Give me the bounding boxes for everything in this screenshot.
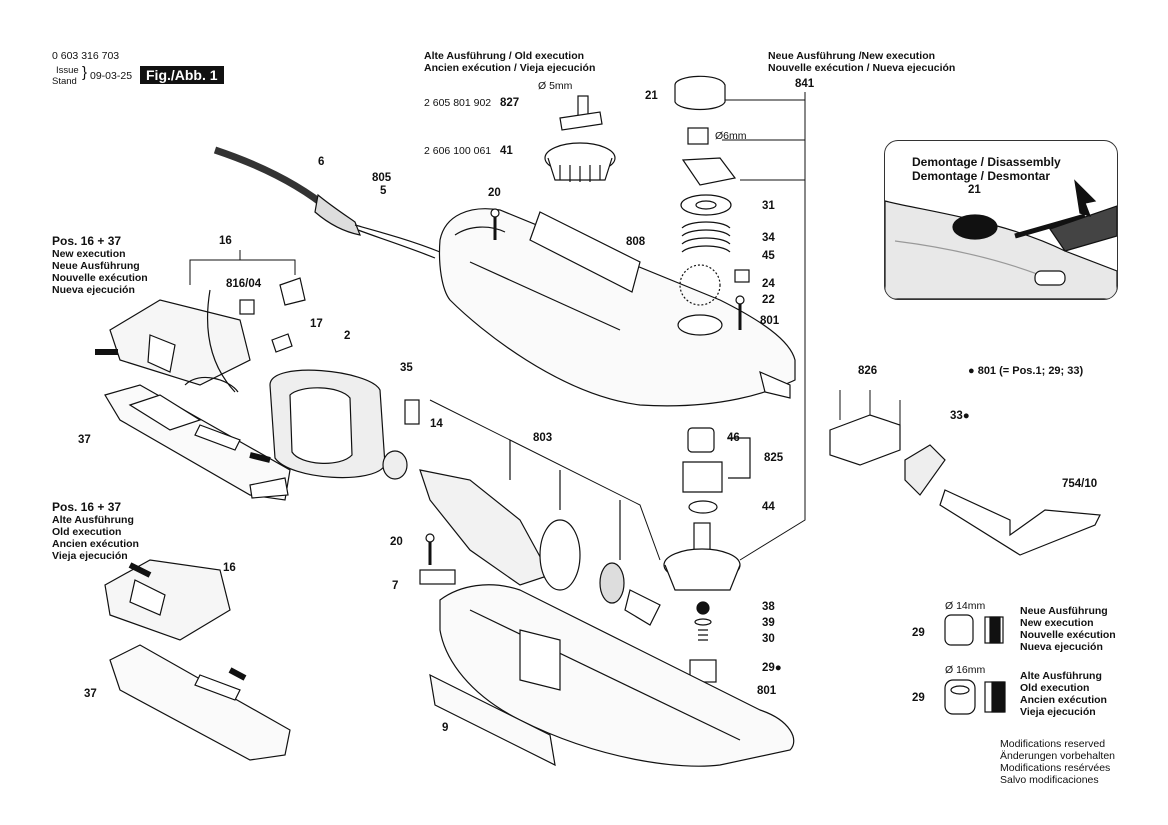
diameter-6mm: Ø6mm xyxy=(715,130,747,142)
bracket-841 xyxy=(722,92,806,561)
label-44: 44 xyxy=(762,501,775,513)
label-825: 825 xyxy=(764,452,784,464)
bushing-16mm-lines: Alte Ausführung Old execution Ancien exé… xyxy=(1020,670,1107,718)
old-execution-assembly xyxy=(104,559,291,761)
bracket-16 xyxy=(189,250,296,285)
label-826: 826 xyxy=(858,365,878,377)
label-827: 827 xyxy=(500,97,520,109)
issue-label: Issue xyxy=(56,65,79,76)
label-803: 803 xyxy=(533,432,553,444)
label-6: 6 xyxy=(318,156,325,168)
label-2: 2 xyxy=(344,330,351,342)
brace-glyph: } xyxy=(82,64,88,81)
note-801: ● 801 (= Pos.1; 29; 33) xyxy=(968,365,1084,377)
stand-label: Stand xyxy=(52,76,77,87)
figure-badge: Fig./Abb. 1 xyxy=(140,66,224,84)
gear-assembly-827-41 xyxy=(544,95,616,182)
new-exec-top-header: Neue Ausführung /New execution Nouvelle … xyxy=(768,50,956,74)
label-9: 9 xyxy=(442,722,449,734)
brush-holder-plate xyxy=(109,277,306,393)
label-17: 17 xyxy=(310,318,323,330)
code-41: 2 606 100 061 xyxy=(424,145,492,157)
bearing-parts xyxy=(682,427,751,514)
label-34: 34 xyxy=(762,232,775,244)
label-816-04: 816/04 xyxy=(226,278,262,290)
old-exec-top-header: Alte Ausführung / Old execution Ancien e… xyxy=(424,50,596,74)
label-808: 808 xyxy=(626,236,646,248)
label-805: 805 xyxy=(372,172,392,184)
label-29-14mm: 29 xyxy=(912,627,925,639)
label-35: 35 xyxy=(400,362,413,374)
modifications-note: Modifications reserved Änderungen vorbeh… xyxy=(1000,738,1116,786)
label-39: 39 xyxy=(762,617,775,629)
label-801-lower: 801 xyxy=(757,685,777,697)
brush-parts-right xyxy=(829,390,1101,556)
label-20-upper: 20 xyxy=(488,187,501,199)
label-22: 22 xyxy=(762,294,775,306)
armature xyxy=(382,399,661,626)
diameter-5mm: Ø 5mm xyxy=(538,80,573,92)
switch-lever-new xyxy=(95,349,291,501)
label-21: 21 xyxy=(645,90,658,102)
label-20-lower: 20 xyxy=(390,536,403,548)
field-coil xyxy=(269,369,420,479)
disassembly-title: Demontage / Disassembly Demontage / Desm… xyxy=(912,155,1061,183)
label-31: 31 xyxy=(762,200,775,212)
diameter-14mm: Ø 14mm xyxy=(945,600,986,612)
screws xyxy=(425,208,745,565)
disassembly-illustration xyxy=(885,179,1117,299)
bushing-14mm xyxy=(944,614,1004,646)
label-41: 41 xyxy=(500,145,513,157)
label-33: 33● xyxy=(950,410,970,422)
power-cord xyxy=(213,146,441,259)
label-45: 45 xyxy=(762,250,775,262)
label-24: 24 xyxy=(762,278,775,290)
label-5: 5 xyxy=(380,185,387,197)
new-execution-parts xyxy=(674,75,750,306)
label-30: 30 xyxy=(762,633,775,645)
label-16-new: 16 xyxy=(219,235,232,247)
code-827: 2 605 801 902 xyxy=(424,97,492,109)
label-16-old: 16 xyxy=(223,562,236,574)
label-841: 841 xyxy=(795,78,815,90)
guide-plate xyxy=(429,673,556,767)
label-37-new: 37 xyxy=(78,434,91,446)
label-7: 7 xyxy=(392,580,399,592)
disassembly-inset xyxy=(884,140,1118,300)
upper-housing xyxy=(438,208,796,407)
label-801-upper: 801 xyxy=(760,315,780,327)
bushing-16mm xyxy=(944,679,1006,715)
pos-new-block: Pos. 16 + 37 New execution Neue Ausführu… xyxy=(52,234,148,296)
bushing-14mm-lines: Neue Ausführung New execution Nouvelle e… xyxy=(1020,605,1116,653)
label-29-dot: 29● xyxy=(762,662,782,674)
label-46: 46 xyxy=(727,432,740,444)
label-21-inset: 21 xyxy=(968,184,981,196)
pos-old-block: Pos. 16 + 37 Alte Ausführung Old executi… xyxy=(52,500,139,562)
label-29-16mm: 29 xyxy=(912,692,925,704)
label-37-old: 37 xyxy=(84,688,97,700)
diameter-16mm: Ø 16mm xyxy=(945,664,986,676)
label-14: 14 xyxy=(430,418,443,430)
label-754-10: 754/10 xyxy=(1062,478,1098,490)
lower-gear xyxy=(663,522,741,683)
lower-housing xyxy=(419,569,795,767)
label-38: 38 xyxy=(762,601,775,613)
part-number: 0 603 316 703 xyxy=(52,50,120,62)
date: 09-03-25 xyxy=(90,70,133,82)
